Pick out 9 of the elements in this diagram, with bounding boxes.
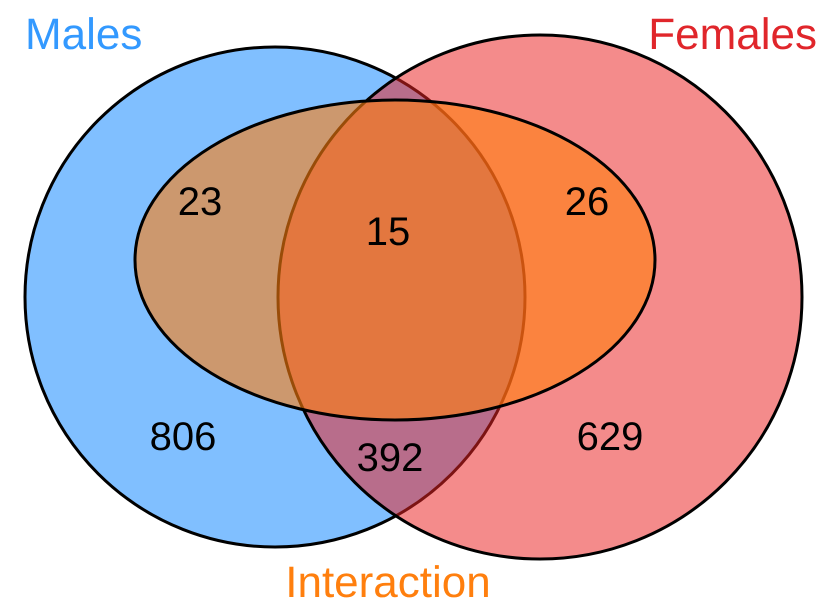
set-label: Females xyxy=(648,10,817,60)
set-label: Interaction xyxy=(285,561,491,605)
count-label: 23 xyxy=(178,180,222,224)
count-label: 26 xyxy=(564,180,610,224)
count-label: 15 xyxy=(366,210,410,254)
count-label: 392 xyxy=(356,436,424,480)
count-label: 806 xyxy=(150,415,216,459)
set-label: Males xyxy=(25,10,142,60)
count-label: 629 xyxy=(576,415,644,459)
